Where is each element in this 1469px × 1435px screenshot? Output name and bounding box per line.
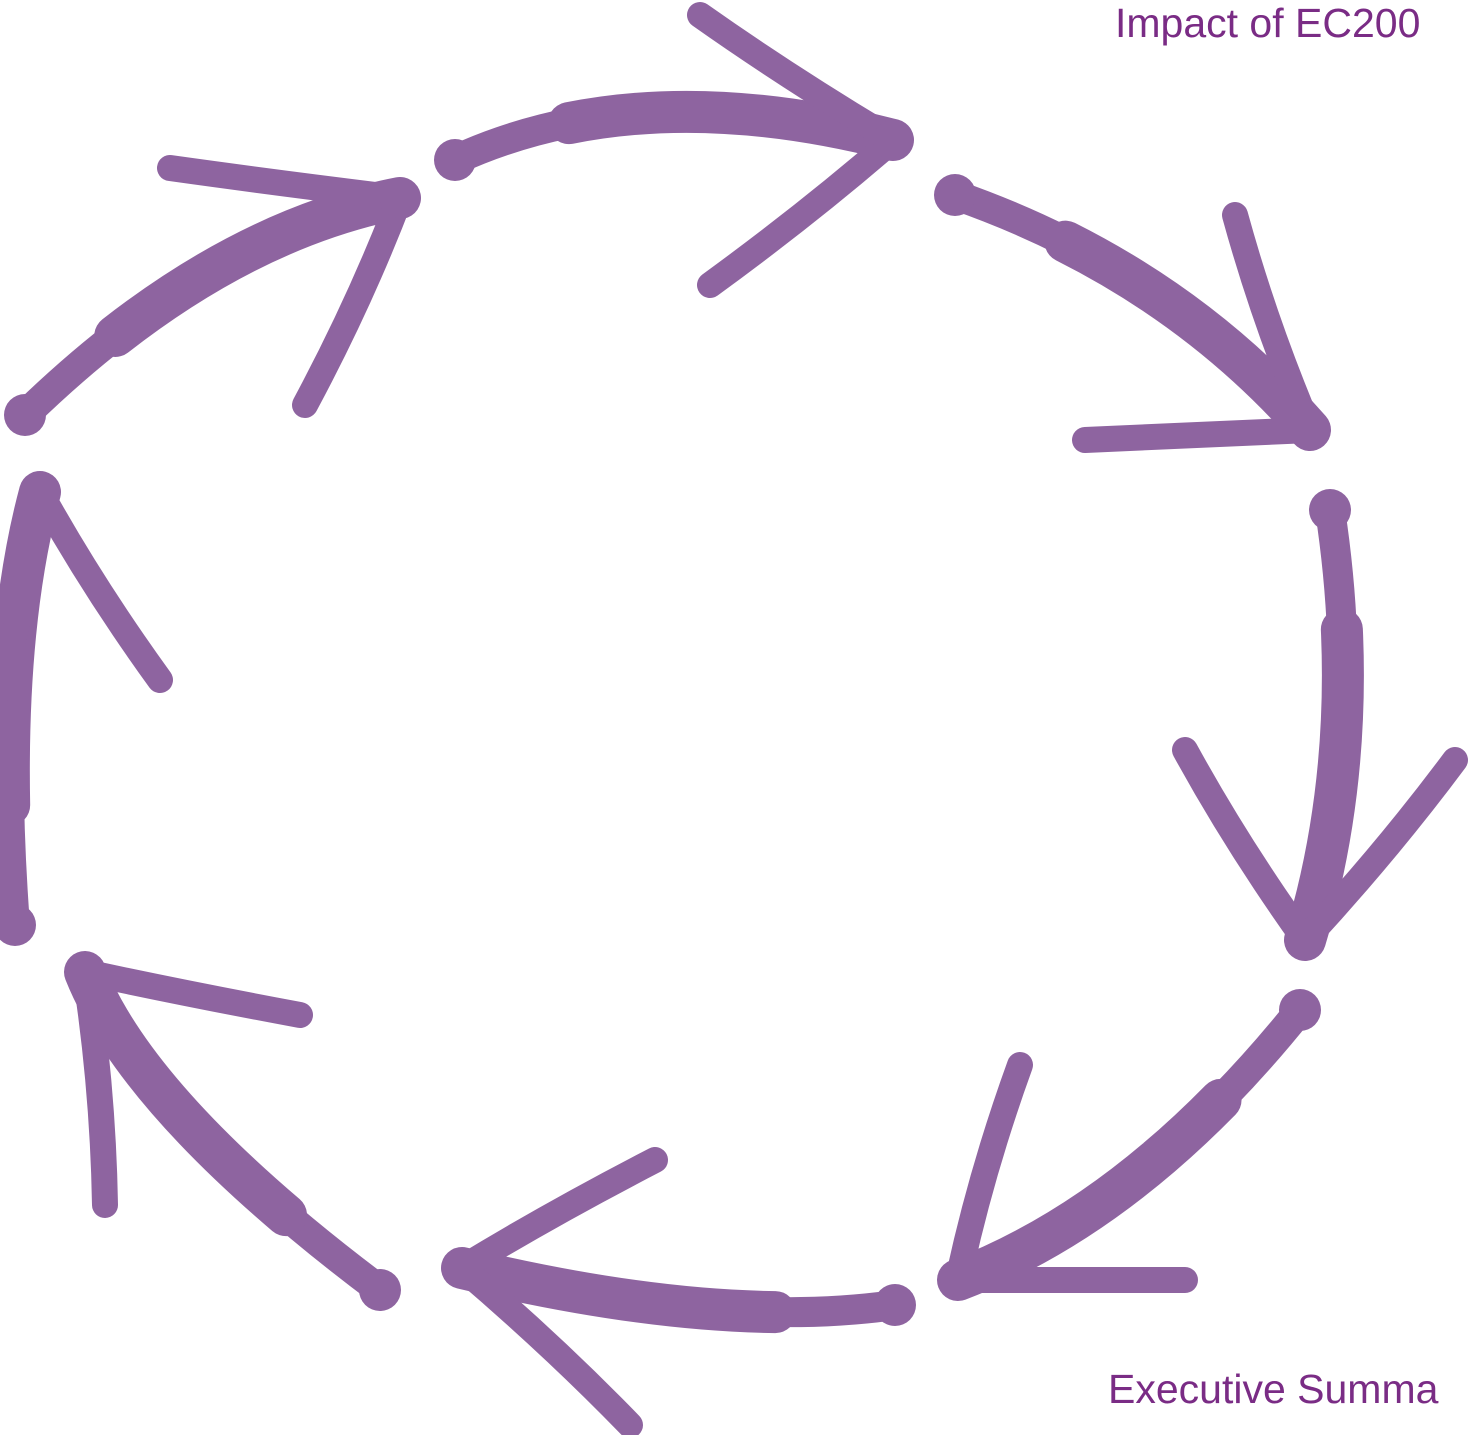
arrow-shaft-body [1284, 489, 1364, 961]
arrow-head-barb [72, 959, 313, 1028]
arrow-head-barb [72, 959, 118, 1218]
arrow-head-barb [27, 479, 173, 693]
cycle-arrow-6 [64, 951, 401, 1311]
cycle-arrow-8 [4, 155, 421, 436]
arrow-head-barb [697, 127, 906, 298]
arrow-tip [380, 178, 420, 218]
cycle-arrow-2 [934, 174, 1331, 453]
arrow-head-barb [945, 1052, 1033, 1293]
cycle-arrow-1 [434, 2, 914, 298]
arrow-head-barb [1222, 202, 1323, 443]
document-title-heading: Impact of EC200 [1115, 0, 1421, 46]
arrow-shaft-body [441, 1247, 916, 1334]
section-heading: Executive Summa [1108, 1366, 1439, 1412]
cycle-arrow-5 [441, 1147, 916, 1435]
arrow-shaft-body [937, 989, 1321, 1301]
arrow-tip [442, 1248, 482, 1288]
arrow-tip [873, 120, 913, 160]
arrow-tip [938, 1260, 978, 1300]
arrow-head-barb [292, 185, 413, 418]
arrow-tip [20, 472, 60, 512]
arrow-tip [1290, 410, 1330, 450]
cycle-arrow-7 [0, 471, 173, 946]
arrow-shaft-body [434, 90, 914, 181]
arrow-tip [1285, 920, 1325, 960]
arrow-head-barb [449, 1147, 668, 1281]
arrow-head-barb [1072, 417, 1323, 453]
arrow-head-barb [687, 2, 906, 153]
arrow-head-barb [157, 155, 413, 211]
arrow-head-barb [449, 1255, 643, 1435]
arrow-shaft-body [4, 177, 421, 436]
arrow-shaft-body [934, 174, 1331, 451]
arrow-head-barb [0, 479, 53, 703]
cycle-arrow-4 [937, 989, 1321, 1301]
arrow-head-barb [1172, 737, 1318, 953]
cycle-arrow-3 [1172, 489, 1468, 961]
arrow-head-barb [1292, 747, 1468, 953]
arrow-tip [65, 952, 105, 992]
